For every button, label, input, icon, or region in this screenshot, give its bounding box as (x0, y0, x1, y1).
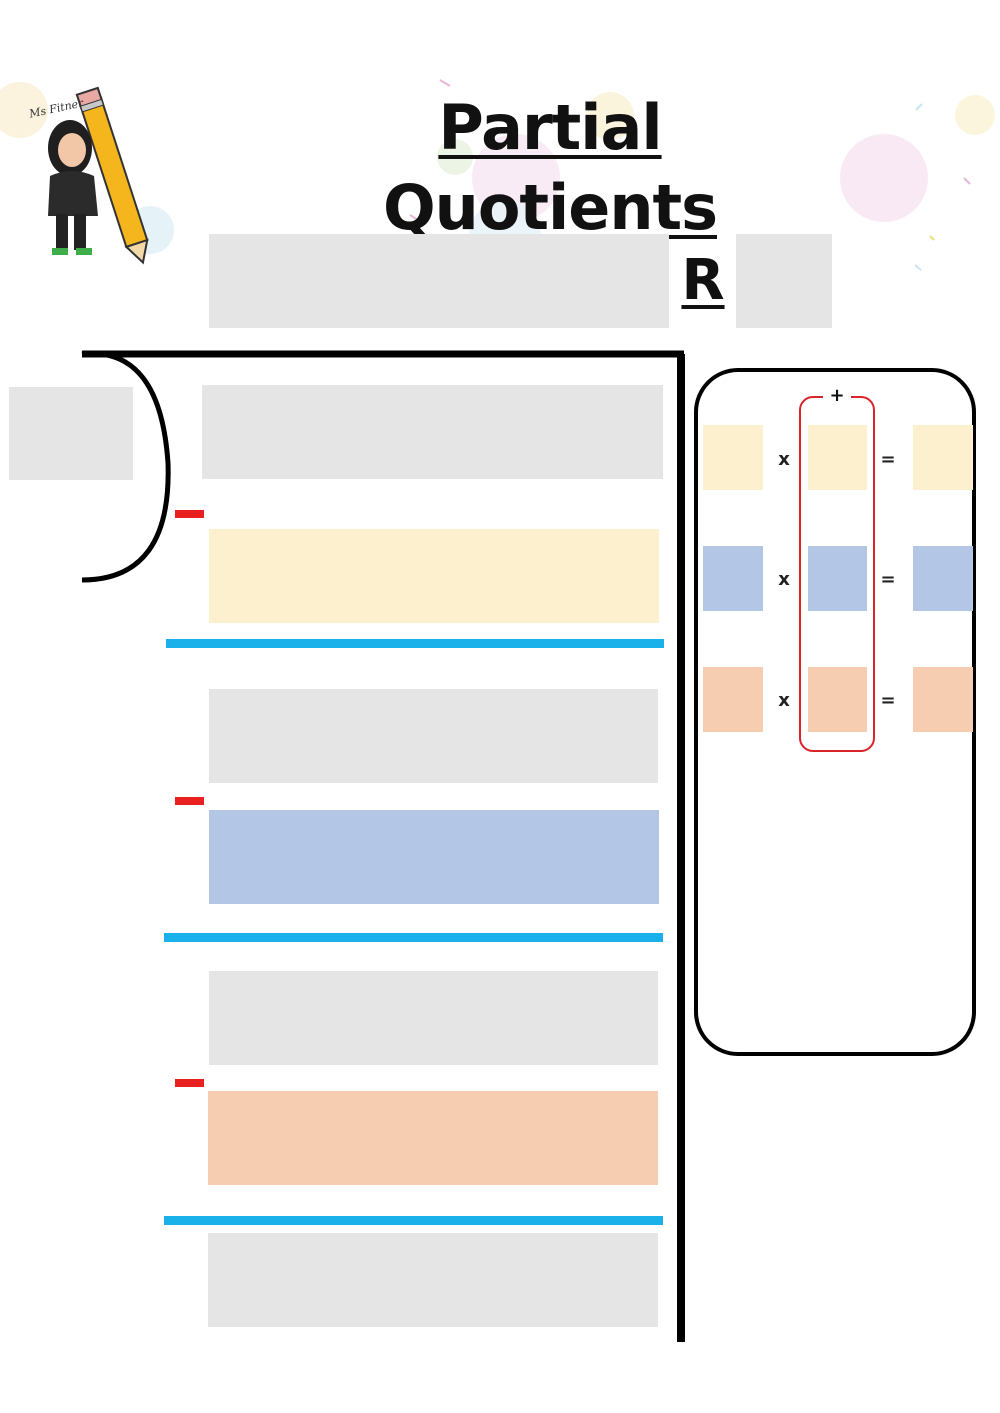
bubble (472, 134, 560, 222)
divisor-input[interactable] (9, 387, 133, 480)
division-bracket (81, 350, 685, 1342)
remainder-input[interactable] (736, 234, 832, 328)
remainder-label: R (681, 248, 725, 313)
minus-sign (175, 797, 204, 805)
avatar-caption: Ms Fitner (28, 96, 85, 120)
bubble (586, 92, 634, 140)
partial-product-input-2[interactable] (913, 546, 973, 611)
partial-quotient-input-1[interactable] (808, 425, 867, 490)
partial-products-panel (694, 368, 976, 1056)
times-sign: x (778, 690, 790, 711)
bubble (0, 82, 48, 138)
bubble (437, 139, 473, 175)
divisor-copy-input-1[interactable] (703, 425, 763, 490)
subtraction-line (166, 639, 664, 648)
bubble (840, 134, 928, 222)
divisor-copy-input-3[interactable] (703, 667, 763, 732)
subtract-input-2[interactable] (209, 810, 659, 904)
equals-sign: = (880, 449, 896, 470)
avatar-illustration: Ms Fitner (28, 86, 149, 265)
subtraction-line (164, 933, 663, 942)
bubble (955, 95, 995, 135)
plus-sign: + (829, 385, 845, 406)
equals-sign: = (880, 690, 896, 711)
times-sign: x (778, 569, 790, 590)
quotient-answer-input[interactable] (209, 234, 669, 328)
partial-quotient-input-3[interactable] (808, 667, 867, 732)
subtraction-line (164, 1216, 663, 1225)
partial-quotient-input-2[interactable] (808, 546, 867, 611)
minus-sign (175, 1079, 204, 1087)
page-title: Partial Quotients (382, 91, 718, 244)
partial-product-input-1[interactable] (913, 425, 973, 490)
minus-sign (175, 510, 204, 518)
difference-input-1[interactable] (209, 689, 658, 783)
difference-input-2[interactable] (209, 971, 658, 1065)
equals-sign: = (880, 569, 896, 590)
subtract-input-1[interactable] (209, 529, 659, 623)
times-sign: x (778, 449, 790, 470)
partial-product-input-3[interactable] (913, 667, 973, 732)
dividend-input[interactable] (202, 385, 663, 479)
difference-input-3[interactable] (208, 1233, 658, 1327)
divisor-copy-input-2[interactable] (703, 546, 763, 611)
subtract-input-3[interactable] (208, 1091, 658, 1185)
